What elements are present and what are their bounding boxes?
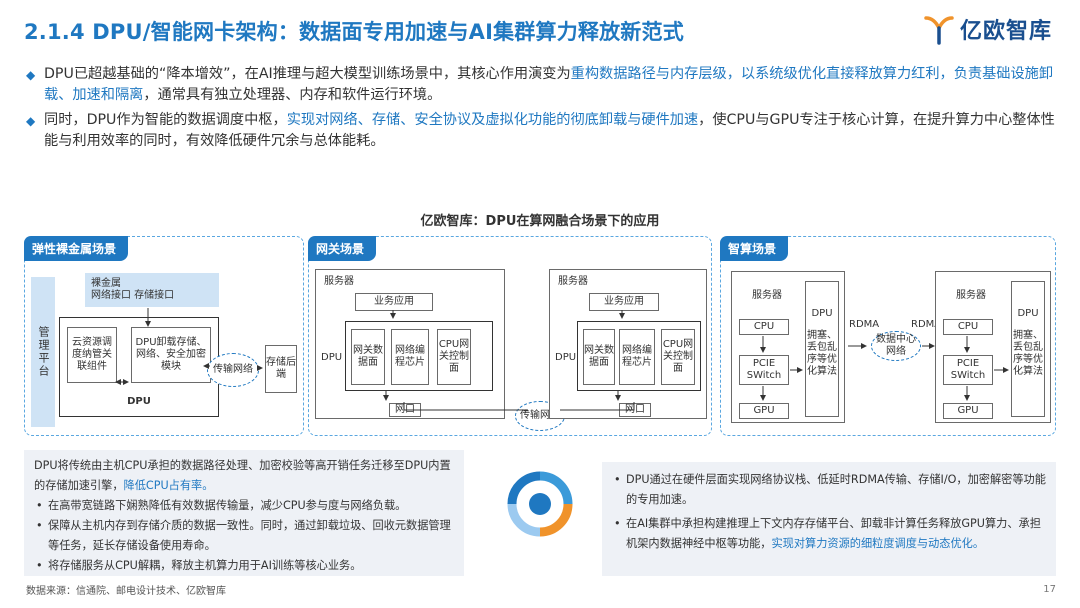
cloud-gw-box: 云资源调度纳管关联组件 <box>67 327 117 383</box>
pcie-box: PCIE SWitch <box>943 355 993 385</box>
list-item: 在AI集群中承担构建推理上下文内存存储平台、卸载非计算任务释放GPU算力、承担机… <box>612 514 1046 554</box>
bottom-right-box: DPU通过在硬件层面实现网络协议栈、低延时RDMA传输、存储I/O，加密解密等功… <box>602 462 1056 576</box>
list-item: DPU通过在硬件层面实现网络协议栈、低延时RDMA传输、存储I/O，加密解密等功… <box>612 470 1046 510</box>
bullet-item: ◆ DPU已超越基础的“降本增效”，在AI推理与超大模型训练场景中，其核心作用演… <box>26 64 1066 106</box>
cycle-icon <box>507 471 573 537</box>
panel-tag: 弹性裸金属场景 <box>24 236 129 261</box>
bare-metal-box: 裸金属 网络接口 存储接口 <box>85 273 219 307</box>
figure-title: 亿欧智库：DPU在算网融合场景下的应用 <box>420 214 660 229</box>
panel-ai-compute: 智算场景 服务器 CPU PCIE SWitch GPU DPU 拥塞、丢包乱序… <box>720 236 1056 436</box>
gpu-box: GPU <box>739 403 789 419</box>
cpu-ctrl-box: CPU网关控制面 <box>661 329 695 385</box>
panel-tag: 网关场景 <box>308 236 377 261</box>
list-item: 将存储服务从CPU解耦，释放主机算力用于AI训练等核心业务。 <box>34 556 454 576</box>
app-box: 业务应用 <box>355 293 433 311</box>
highlight-text: 重构数据路径与内存层级，以系统级优化直接释放算力红利，负责基础设施卸载、加速和隔… <box>44 66 1054 103</box>
net-chip-box: 网络编程芯片 <box>619 329 655 385</box>
panel-bare-metal: 弹性裸金属场景 裸金属 网络接口 存储接口 管理平台 DPU 云资源调度纳管关联… <box>24 236 304 436</box>
bottom-left-box: DPU将传统由主机CPU承担的数据路径处理、加密校验等高开销任务迁移至DPU内置… <box>24 450 464 576</box>
cpu-box: CPU <box>739 319 789 335</box>
page-title: 2.1.4 DPU/智能网卡架构：数据面专用加速与AI集群算力释放新范式 <box>24 20 684 44</box>
dpu-box: DPU 拥塞、丢包乱序等优化算法 <box>1011 281 1045 417</box>
rdma-label: RDMA <box>911 319 942 330</box>
mgmt-platform: 管理平台 <box>31 277 55 427</box>
rdma-label: RDMA <box>849 319 880 330</box>
highlight-text: 实现对网络、存储、安全协议及虚拟化功能的彻底卸载与硬件加速 <box>286 112 699 128</box>
net-chip-box: 网络编程芯片 <box>391 329 429 385</box>
page-number: 17 <box>1043 584 1056 595</box>
dc-network-cloud: 数据中心网络 <box>871 331 921 361</box>
panel-tag: 智算场景 <box>720 236 789 261</box>
highlight-text: 实现对算力资源的细粒度调度与动态优化。 <box>771 537 985 550</box>
gpu-box: GPU <box>943 403 993 419</box>
dpu-label: DPU <box>321 352 343 363</box>
logo-icon <box>924 16 954 45</box>
bullet-item: ◆ 同时，DPU作为智能的数据调度中枢，实现对网络、存储、安全协议及虚拟化功能的… <box>26 110 1066 152</box>
intro-bullets: ◆ DPU已超越基础的“降本增效”，在AI推理与超大模型训练场景中，其核心作用演… <box>26 64 1066 156</box>
storage-backend-box: 存储后端 <box>265 345 297 393</box>
list-item: 在高带宽链路下娴熟降低有效数据传输量，减少CPU参与度与网络负载。 <box>34 496 454 516</box>
pcie-box: PCIE SWitch <box>739 355 789 385</box>
diamond-icon: ◆ <box>26 68 36 82</box>
gw-data-box: 网关数据面 <box>351 329 385 385</box>
app-box: 业务应用 <box>589 293 659 311</box>
list-item: 保障从主机内存到存储介质的数据一致性。同时，通过卸载垃圾、回收元数据管理等任务，… <box>34 516 454 556</box>
panel-gateway: 网关场景 服务器 业务应用 DPU 网关数据面 网络编程芯片 CPU网关控制面 … <box>308 236 712 436</box>
port-box: 网口 <box>389 403 421 417</box>
logo-text: 亿欧智库 <box>959 19 1052 44</box>
data-source: 数据来源：信通院、邮电设计技术、亿欧智库 <box>26 586 226 597</box>
cpu-box: CPU <box>943 319 993 335</box>
dpu-box: DPU 拥塞、丢包乱序等优化算法 <box>805 281 839 417</box>
transport-network-cloud: 传输网络 <box>207 353 259 387</box>
diamond-icon: ◆ <box>26 114 36 128</box>
port-box: 网口 <box>619 403 651 417</box>
logo: 亿欧智库 <box>922 12 1052 46</box>
dpu-module-box: DPU卸载存储、网络、安全加密模块 <box>131 327 211 383</box>
dpu-label: DPU <box>555 352 577 363</box>
highlight-text: 降低CPU占有率。 <box>123 479 214 492</box>
gw-data-box: 网关数据面 <box>583 329 615 385</box>
cpu-ctrl-box: CPU网关控制面 <box>437 329 471 385</box>
